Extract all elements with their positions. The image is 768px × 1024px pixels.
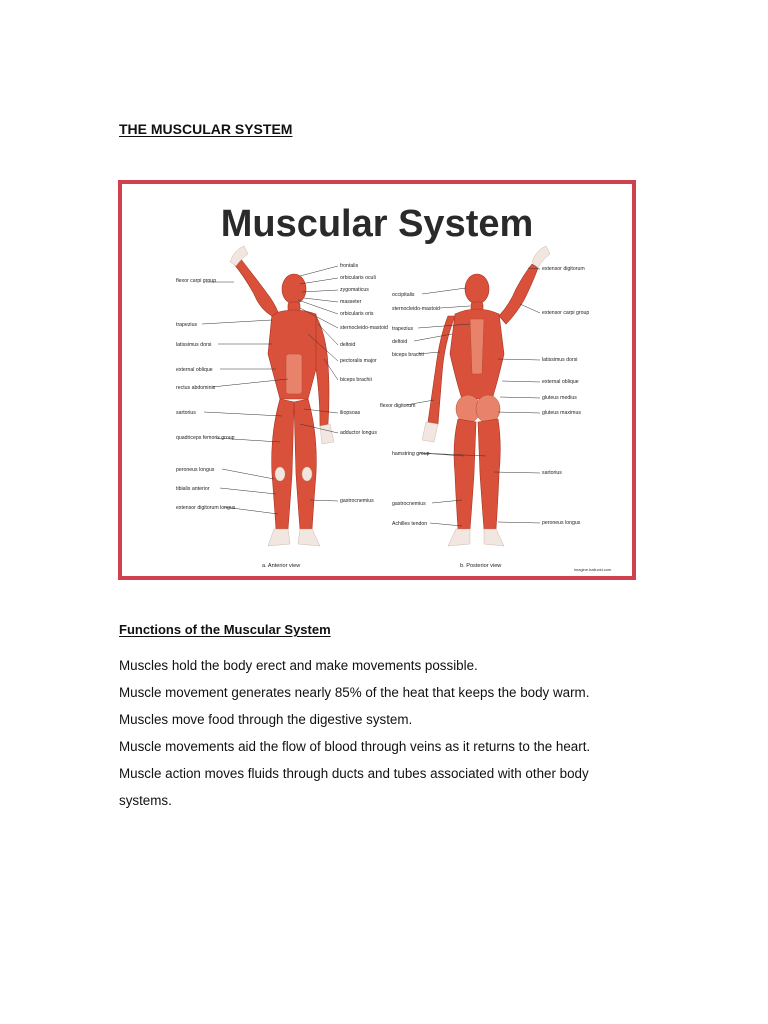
posterior-body-figure: [421, 245, 551, 547]
label-frontalis: frontalis: [340, 263, 359, 269]
label-hamstring-group: hamstring group: [392, 451, 430, 457]
label-posterior-trapezius: trapezius: [392, 326, 413, 332]
function-line: Muscles move food through the digestive …: [119, 712, 413, 727]
label-rectus-abdominis: rectus abdominis: [176, 385, 216, 391]
muscular-system-illustration: Muscular System: [176, 203, 612, 572]
function-line: Muscle movements aid the flow of blood t…: [119, 739, 591, 754]
anterior-left-labels: flexor carpi group trapezius latissimus …: [176, 278, 289, 515]
label-quadriceps-femoris-group: quadriceps femoris group: [176, 435, 235, 441]
posterior-right-labels: extensor digitorum extensor carpi group …: [493, 266, 589, 526]
caption-posterior-view: b. Posterior view: [460, 563, 502, 569]
label-gluteus-maximus: gluteus maximus: [542, 410, 581, 416]
anterior-body-figure: [229, 245, 335, 547]
label-gastrocnemius-anterior: gastrocnemius: [340, 498, 374, 504]
label-trapezius: trapezius: [176, 322, 197, 328]
label-extensor-digitorum: extensor digitorum: [542, 266, 585, 272]
label-sartorius: sartorius: [176, 410, 196, 416]
label-orbicularis-oculi: orbicularis oculi: [340, 275, 376, 281]
label-peroneus-longus: peroneus longus: [176, 467, 215, 473]
caption-anterior-view: a. Anterior view: [262, 563, 301, 569]
label-masseter: masseter: [340, 299, 362, 305]
label-iliopsoas: iliopsoas: [340, 410, 361, 416]
label-posterior-sartorius: sartorius: [542, 470, 562, 476]
label-flexor-carpi-group: flexor carpi group: [176, 278, 216, 284]
label-zygomaticus: zygomaticus: [340, 287, 369, 293]
image-credit: imagine.ballucid.com: [574, 567, 612, 572]
label-posterior-deltoid: deltoid: [392, 339, 407, 345]
label-posterior-latissimus-dorsi: latissimus dorsi: [542, 357, 577, 363]
label-orbicularis-oris: orbicularis oris: [340, 311, 374, 317]
functions-list: Muscles hold the body erect and make mov…: [119, 652, 679, 814]
label-external-oblique: external oblique: [176, 367, 213, 373]
figure-heading: Muscular System: [221, 203, 534, 245]
document-title: THE MUSCULAR SYSTEM: [119, 121, 293, 137]
anterior-right-labels: frontalis orbicularis oculi zygomaticus …: [297, 263, 388, 504]
label-flexor-digitorum: flexor digitorum: [380, 403, 415, 409]
label-pectoralis-major: pectoralis major: [340, 358, 377, 364]
label-biceps-brachii: biceps brachii: [340, 377, 372, 383]
label-latissimus-dorsi: latissimus dorsi: [176, 342, 211, 348]
function-line: Muscle movement generates nearly 85% of …: [119, 685, 590, 700]
function-line: Muscle action moves fluids through ducts…: [119, 766, 589, 781]
label-posterior-external-oblique: external oblique: [542, 379, 579, 385]
label-extensor-carpi-group: extensor carpi group: [542, 310, 589, 316]
label-posterior-gastrocnemius: gastrocnemius: [392, 501, 426, 507]
label-tibialis-anterior: tibialis anterior: [176, 486, 210, 492]
function-line: systems.: [119, 793, 172, 808]
muscular-system-figure: Muscular System: [118, 180, 636, 580]
label-posterior-sternocleidomastoid: sternocleido-mastoid: [392, 306, 440, 312]
label-sternocleidomastoid: sternocleido-mastoid: [340, 325, 388, 331]
function-line: Muscles hold the body erect and make mov…: [119, 658, 478, 673]
label-achilles-tendon: Achilles tendon: [392, 521, 427, 527]
label-posterior-biceps-brachii: biceps brachii: [392, 352, 424, 358]
label-deltoid: deltoid: [340, 342, 355, 348]
label-occipitalis: occipitalis: [392, 292, 415, 298]
label-adductor-longus: adductor longus: [340, 430, 377, 436]
label-posterior-peroneus-longus: peroneus longus: [542, 520, 581, 526]
label-extensor-digitorum-longus: extensor digitorum longus: [176, 505, 236, 511]
label-gluteus-medius: gluteus medius: [542, 395, 577, 401]
posterior-left-labels: occipitalis sternocleido-mastoid trapezi…: [380, 287, 487, 527]
functions-heading: Functions of the Muscular System: [119, 622, 331, 637]
